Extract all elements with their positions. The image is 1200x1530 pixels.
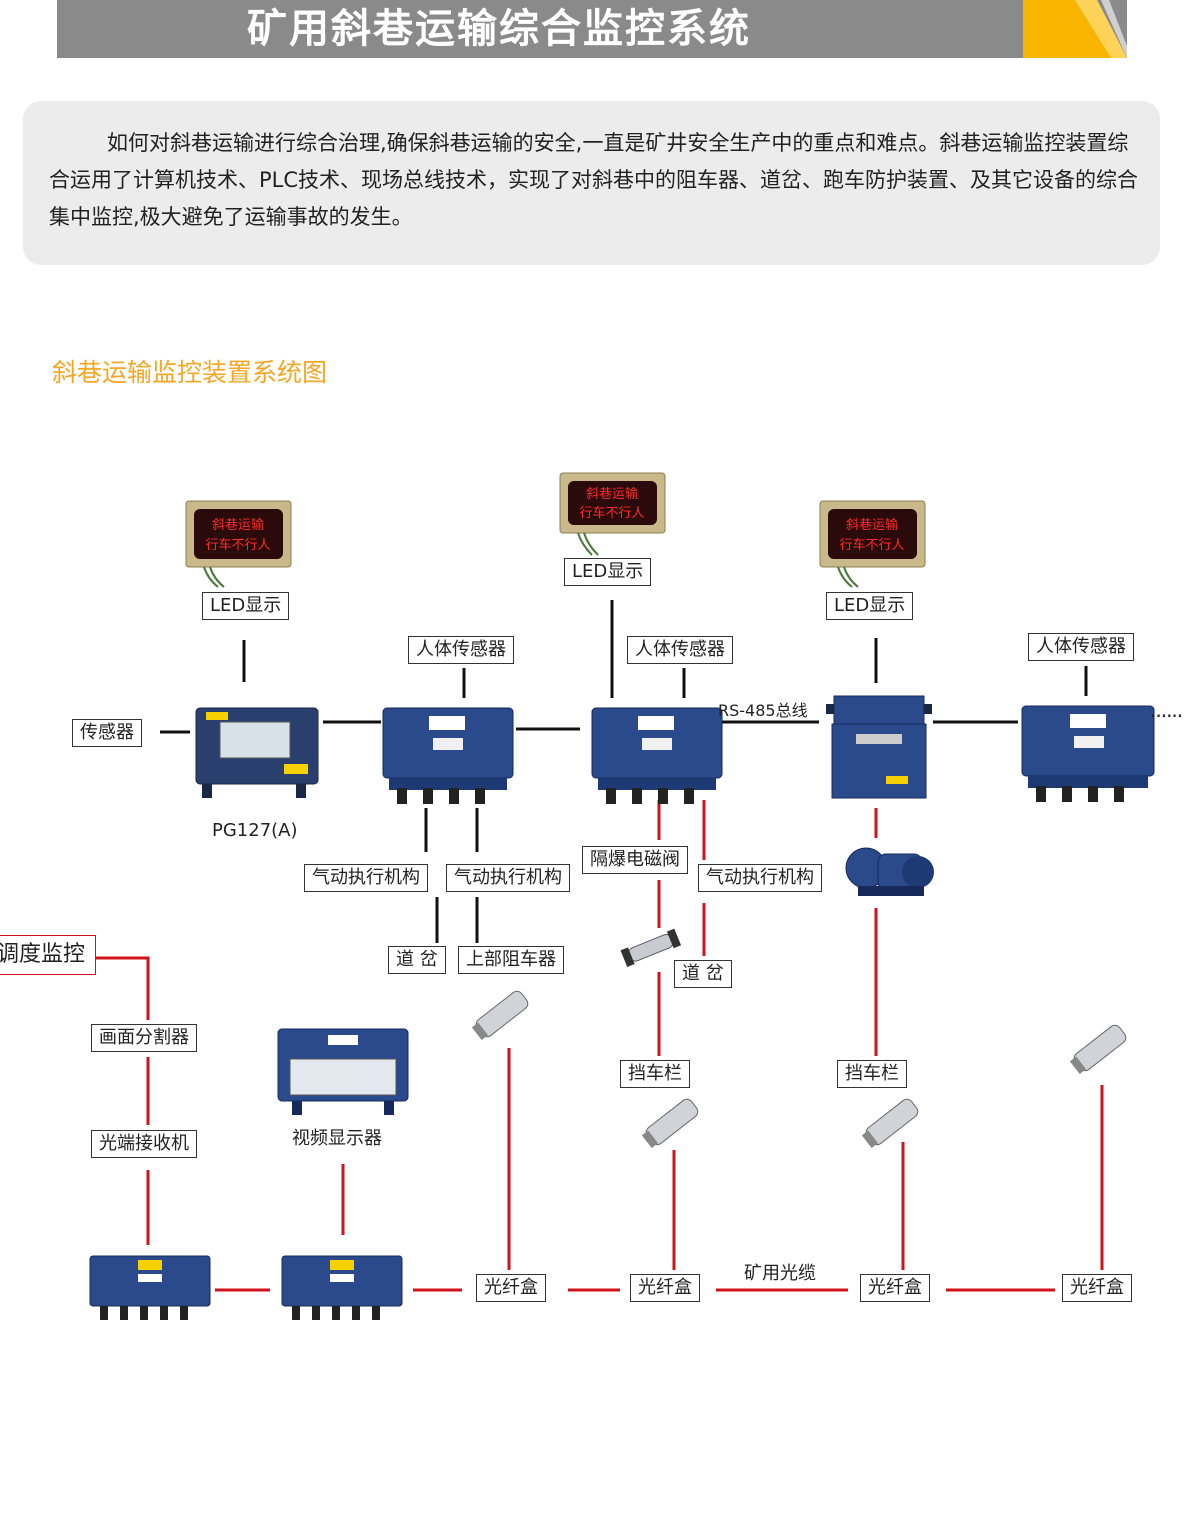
label-pg127: PG127(A): [212, 820, 298, 841]
led-display-board-icon: 斜巷运输 行车不行人: [819, 500, 926, 588]
camera-icon: [861, 1098, 919, 1149]
controller-box-icon: [1021, 705, 1155, 802]
label-fiber-box-1: 光纤盒: [476, 1274, 546, 1302]
label-human-sensor-2: 人体传感器: [627, 636, 733, 664]
video-monitor-icon: [277, 1028, 409, 1115]
label-sensor: 传感器: [72, 719, 142, 747]
label-pneumatic-actuator-2: 气动执行机构: [446, 864, 570, 892]
label-pneumatic-actuator-3: 气动执行机构: [698, 864, 822, 892]
label-led-display-2: LED显示: [564, 558, 652, 586]
controller-box-icon: [382, 707, 514, 804]
label-screen-splitter: 画面分割器: [91, 1024, 197, 1052]
label-fiber-box-3: 光纤盒: [860, 1274, 930, 1302]
label-fiber-box-4: 光纤盒: [1062, 1274, 1132, 1302]
header-banner: 矿用斜巷运输综合监控系统: [57, 0, 1127, 58]
led-text-line2: 行车不行人: [205, 537, 270, 553]
label-car-barrier-1: 挡车栏: [620, 1060, 690, 1088]
optical-terminal-box-icon: [281, 1255, 403, 1320]
solenoid-valve-icon: [620, 928, 682, 968]
intro-text: 如何对斜巷运输进行综合治理,确保斜巷运输的安全,一直是矿井安全生产中的重点和难点…: [49, 131, 1139, 229]
label-human-sensor-3: 人体传感器: [1028, 633, 1134, 661]
label-switch-track-2: 道 岔: [674, 960, 732, 988]
controller-box-icon: [591, 707, 723, 804]
led-text-line1: 斜巷运输: [846, 517, 898, 533]
label-led-display-3: LED显示: [826, 592, 914, 620]
banner-accent-icon: [1023, 0, 1127, 58]
label-fiber-box-2: 光纤盒: [630, 1274, 700, 1302]
label-explosion-proof-valve: 隔爆电磁阀: [582, 846, 688, 874]
label-optical-receiver: 光端接收机: [91, 1130, 197, 1158]
optical-terminal-box-icon: [89, 1255, 211, 1320]
diagram-title: 斜巷运输监控装置系统图: [52, 358, 328, 387]
label-upper-car-stopper: 上部阻车器: [458, 946, 564, 974]
label-switch-track-1: 道 岔: [388, 946, 446, 974]
camera-icon: [641, 1098, 699, 1149]
label-ellipsis: ······: [1150, 704, 1183, 728]
led-text-line2: 行车不行人: [839, 537, 904, 553]
label-pneumatic-actuator-1: 气动执行机构: [304, 864, 428, 892]
label-car-barrier-2: 挡车栏: [837, 1060, 907, 1088]
led-text-line1: 斜巷运输: [586, 486, 638, 502]
led-display-board-icon: 斜巷运输 行车不行人: [185, 500, 292, 588]
camera-icon: [1069, 1024, 1127, 1075]
power-supply-box-icon: [826, 695, 932, 799]
label-dispatch-monitor: 调度监控: [0, 935, 97, 975]
led-text-line1: 斜巷运输: [212, 517, 264, 533]
led-text-line2: 行车不行人: [579, 505, 644, 521]
intro-box: 如何对斜巷运输进行综合治理,确保斜巷运输的安全,一直是矿井安全生产中的重点和难点…: [23, 101, 1160, 265]
label-rs485-bus: RS-485总线: [718, 701, 808, 720]
pg127-host-icon: [195, 707, 319, 798]
camera-icon: [471, 990, 529, 1041]
led-display-board-icon: 斜巷运输 行车不行人: [559, 472, 666, 556]
label-mine-fiber-cable: 矿用光缆: [744, 1263, 816, 1284]
explosion-proof-motor-icon: [845, 847, 934, 896]
label-human-sensor-1: 人体传感器: [408, 636, 514, 664]
label-video-display: 视频显示器: [292, 1128, 382, 1149]
page-title: 矿用斜巷运输综合监控系统: [247, 6, 751, 52]
label-led-display-1: LED显示: [202, 592, 290, 620]
